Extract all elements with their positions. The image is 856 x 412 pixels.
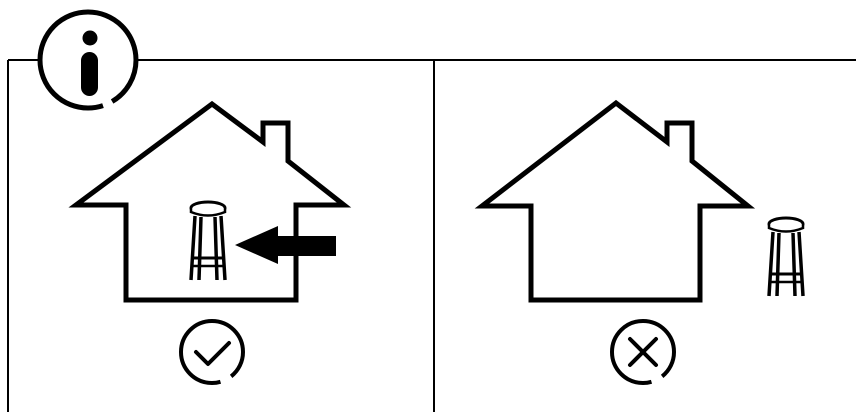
panel-correct [68,100,352,385]
panel-incorrect [474,99,805,385]
stool-icon [767,216,805,298]
x-circle-icon [610,319,676,385]
house-icon [68,100,352,303]
stool-icon [189,200,227,282]
checkmark-circle-icon [179,319,245,385]
house-icon [474,99,756,303]
info-icon [37,9,139,111]
arrow-left-icon [235,226,336,264]
panel-frame [7,59,856,412]
